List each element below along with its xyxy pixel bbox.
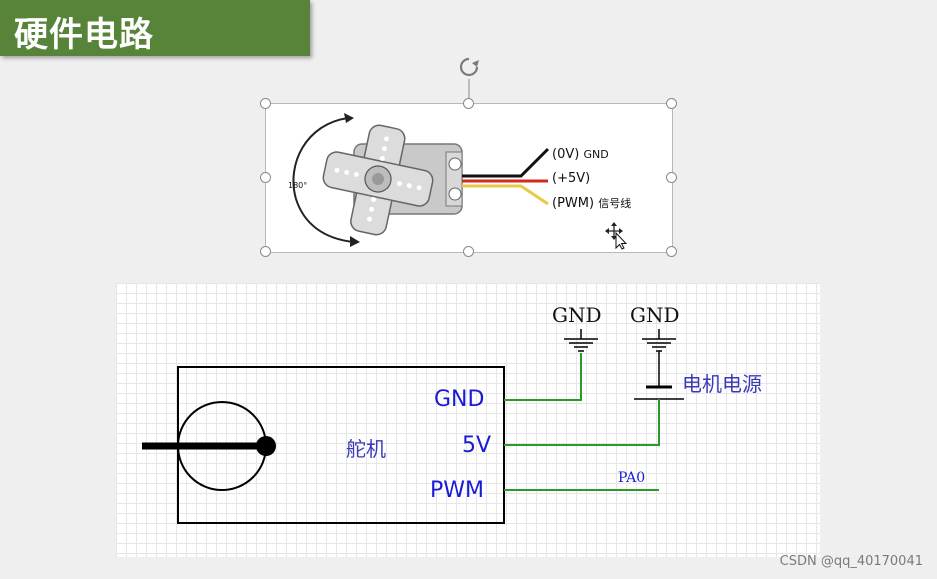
motor-power-label: 电机电源 — [682, 372, 762, 396]
resize-handle-left[interactable] — [260, 172, 271, 183]
slide-title: 硬件电路 — [14, 15, 154, 55]
wire-label-gnd: (0V) GND — [552, 147, 609, 162]
servo-label: 舵机 — [346, 437, 386, 461]
angle-label: 180° — [288, 181, 307, 190]
net-label-pa0: PA0 — [618, 470, 646, 486]
resize-handle-bottom-left[interactable] — [260, 246, 271, 257]
resize-handle-right[interactable] — [666, 172, 677, 183]
resize-handle-bottom[interactable] — [463, 246, 474, 257]
resize-handle-bottom-right[interactable] — [666, 246, 677, 257]
servo-illustration: 180° — [288, 113, 550, 247]
resize-handle-top-left[interactable] — [260, 98, 271, 109]
pin-label-gnd: GND — [434, 387, 485, 412]
slide-title-bar: 硬件电路 — [0, 0, 310, 56]
wire-label-5v: (+5V) — [552, 171, 591, 186]
schematic-diagram: GND GND 电机电源 舵机 GND 5V PWM PA0 — [116, 283, 820, 557]
gnd-label-2: GND — [630, 303, 680, 327]
gnd-label-1: GND — [552, 303, 602, 327]
resize-handle-top-right[interactable] — [666, 98, 677, 109]
servo-image-frame[interactable]: 180° (0V) GND (+5V) (PWM) 信号线 — [265, 103, 673, 253]
watermark: CSDN @qq_40170041 — [779, 554, 923, 569]
wire-label-pwm: (PWM) 信号线 — [552, 196, 632, 211]
pin-label-5v: 5V — [462, 433, 492, 458]
pin-label-pwm: PWM — [430, 478, 485, 503]
resize-handle-top[interactable] — [463, 98, 474, 109]
move-cursor-icon — [605, 222, 629, 254]
